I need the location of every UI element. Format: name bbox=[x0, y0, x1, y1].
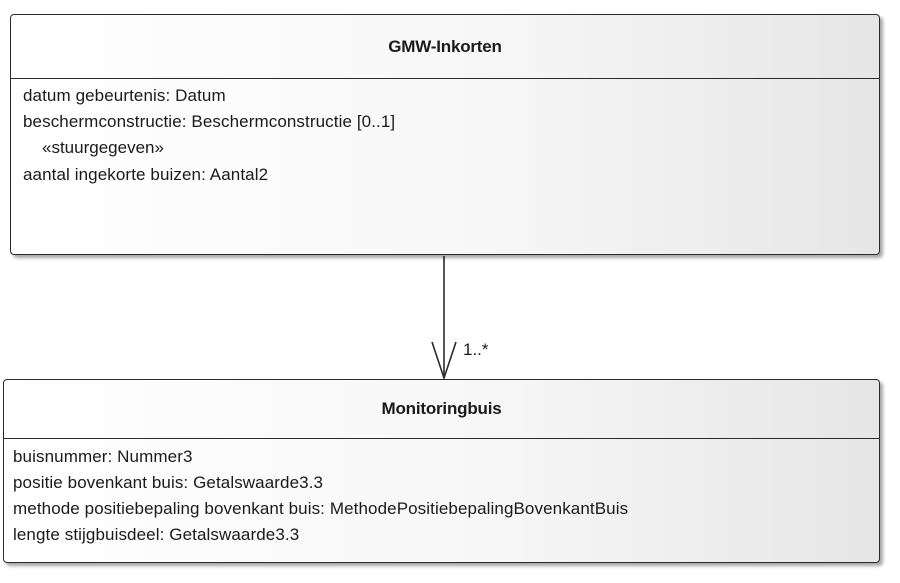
attribute-compartment: datum gebeurtenis: Datum beschermconstru… bbox=[11, 79, 879, 188]
attribute-positie-bovenkant-buis[interactable]: positie bovenkant buis: Getalswaarde3.3 bbox=[13, 473, 324, 492]
arrowhead-icon bbox=[431, 341, 457, 381]
attribute-buisnummer[interactable]: buisnummer: Nummer3 bbox=[13, 447, 193, 466]
attribute-compartment: buisnummer: Nummer3 positie bovenkant bu… bbox=[4, 439, 879, 548]
attribute-lengte-stijgbuisdeel[interactable]: lengte stijgbuisdeel: Getalswaarde3.3 bbox=[13, 525, 300, 544]
attribute-beschermconstructie[interactable]: beschermconstructie: Beschermconstructie… bbox=[23, 111, 396, 131]
attribute-methode-positiebepaling[interactable]: methode positiebepaling bovenkant buis: … bbox=[13, 499, 629, 518]
class-monitoringbuis[interactable]: Monitoringbuis buisnummer: Nummer3 posit… bbox=[3, 379, 880, 563]
stereotype-label: «stuurgegeven» bbox=[42, 138, 164, 157]
class-name: GMW-Inkorten bbox=[11, 15, 879, 79]
class-name: Monitoringbuis bbox=[4, 380, 879, 439]
class-gmw-inkorten[interactable]: GMW-Inkorten datum gebeurtenis: Datum be… bbox=[10, 14, 880, 255]
attribute-datum-gebeurtenis[interactable]: datum gebeurtenis: Datum bbox=[23, 86, 226, 105]
attribute-aantal-ingekorte-buizen[interactable]: aantal ingekorte buizen: Aantal2 bbox=[23, 165, 269, 184]
association-multiplicity: 1..* bbox=[463, 340, 489, 359]
